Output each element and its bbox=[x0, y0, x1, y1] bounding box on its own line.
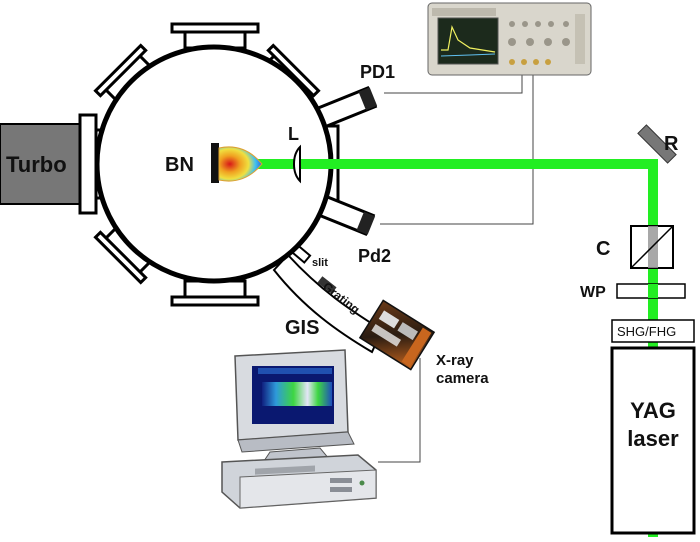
grating-element bbox=[317, 276, 337, 294]
mirror-r: R bbox=[637, 124, 679, 164]
turbo-pump: Turbo bbox=[0, 113, 114, 215]
camera-label-line2: camera bbox=[436, 370, 489, 387]
yag-laser: YAG laser bbox=[610, 346, 696, 535]
xray-camera-icon: X-ray camera bbox=[358, 299, 489, 387]
computer-icon bbox=[221, 349, 377, 509]
pd1-label: PD1 bbox=[360, 62, 395, 82]
laser-label-line2: laser bbox=[627, 426, 679, 451]
turbo-label: Turbo bbox=[6, 152, 67, 177]
cube-label: C bbox=[596, 238, 610, 260]
laser-label-line1: YAG bbox=[630, 398, 676, 423]
plasma-plume-icon bbox=[218, 146, 263, 182]
bn-target: BN bbox=[165, 143, 263, 183]
camera-label-line1: X-ray bbox=[436, 352, 474, 369]
bn-label: BN bbox=[165, 154, 194, 176]
signal-wires bbox=[378, 72, 534, 463]
waveplate-wp: WP bbox=[580, 283, 686, 301]
slit-label: slit bbox=[312, 257, 328, 269]
harmonic-gen-label: SHG/FHG bbox=[617, 324, 676, 339]
lens-label: L bbox=[288, 124, 299, 144]
focusing-lens: L bbox=[288, 124, 301, 184]
mirror-label: R bbox=[664, 133, 679, 155]
pd2-label: Pd2 bbox=[358, 246, 391, 266]
polarizer-cube-c: C bbox=[596, 225, 674, 269]
oscilloscope-icon bbox=[427, 2, 592, 76]
waveplate-label: WP bbox=[580, 284, 606, 301]
harmonic-generator: SHG/FHG bbox=[611, 319, 695, 343]
gis-label: GIS bbox=[285, 317, 319, 339]
